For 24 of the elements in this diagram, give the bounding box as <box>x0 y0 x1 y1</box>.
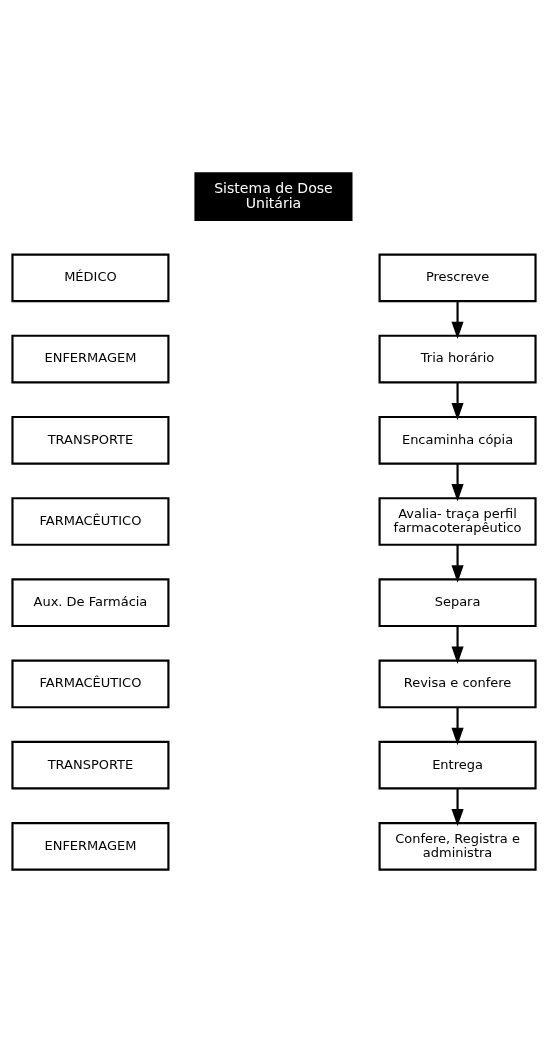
node-box: Revisa e confere <box>378 659 537 709</box>
node-box: Encaminha cópia <box>378 415 537 465</box>
arrow <box>451 707 464 746</box>
node-box: Entrega <box>378 740 537 790</box>
node-box: ENFERMAGEM <box>11 334 170 384</box>
node-box: MÉDICO <box>11 253 170 303</box>
node-box: Tria horário <box>378 334 537 384</box>
node-box: Confere, Registra e administra <box>378 822 537 871</box>
node-box: Prescreve <box>378 253 537 303</box>
node-box: TRANSPORTE <box>11 415 170 465</box>
node-box: Aux. De Farmácia <box>11 578 170 628</box>
arrow <box>451 301 464 340</box>
node-box: ENFERMAGEM <box>11 822 170 871</box>
node-box: TRANSPORTE <box>11 740 170 790</box>
arrow <box>451 382 464 421</box>
node-box: FARMACÊUTICO <box>11 659 170 709</box>
node-box: FARMACÊUTICO <box>11 497 170 546</box>
node-box: Separa <box>378 578 537 628</box>
arrow <box>451 545 464 583</box>
node-box: Sistema de Dose Unitária <box>194 172 353 221</box>
arrow <box>451 463 464 502</box>
arrow <box>451 626 464 664</box>
arrow <box>451 788 464 827</box>
node-box: Avalia- traça perfil farmacoterapêutico <box>378 497 537 546</box>
